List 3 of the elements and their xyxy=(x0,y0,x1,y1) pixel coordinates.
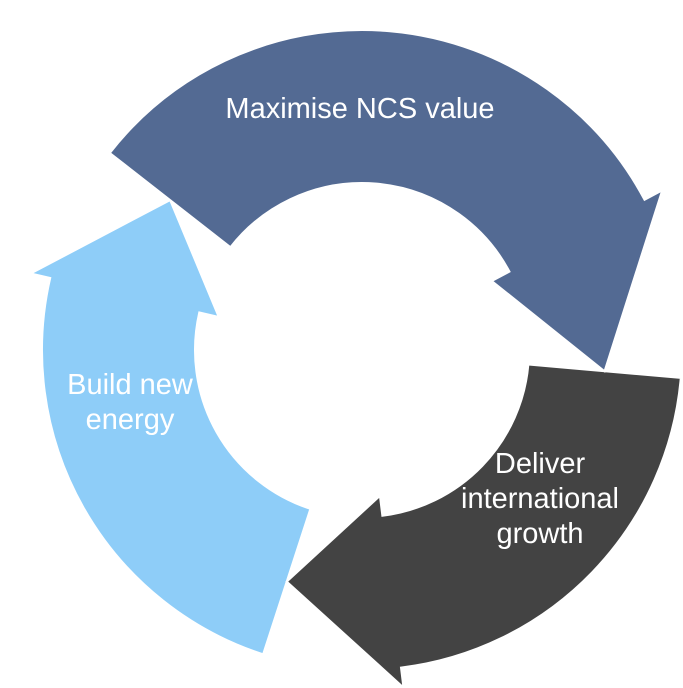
segment-label: Build new energy xyxy=(66,368,194,438)
segment-label: Deliver international growth xyxy=(460,447,620,552)
segment-label: Maximise NCS value xyxy=(224,92,496,127)
